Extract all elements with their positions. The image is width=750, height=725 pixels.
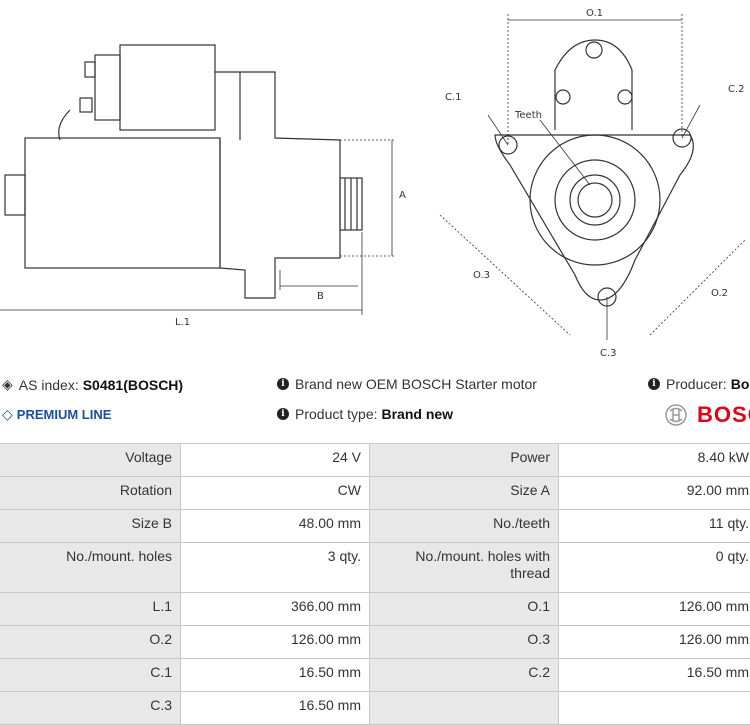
spec-label: O.1 <box>370 593 559 626</box>
dim-label-o3: O.3 <box>473 270 490 281</box>
spec-value: 16.50 mm <box>181 659 370 692</box>
spec-label: C.2 <box>370 659 559 692</box>
spec-value: 11 qty. <box>559 510 750 543</box>
spec-value: 126.00 mm <box>559 626 750 659</box>
bosch-logo: BOSC <box>665 402 750 428</box>
spec-value: 3 qty. <box>181 543 370 593</box>
table-row: L.1 366.00 mm O.1 126.00 mm <box>0 593 750 626</box>
spec-label: No./mount. holes <box>0 543 181 593</box>
spec-label: Power <box>370 444 559 477</box>
info-icon: i <box>648 378 660 390</box>
spec-value: 24 V <box>181 444 370 477</box>
dim-label-b: B <box>317 291 324 302</box>
solenoid-body <box>120 45 215 130</box>
producer-row: i Producer: Bos <box>648 376 750 392</box>
premium-label: PREMIUM LINE <box>17 407 112 422</box>
spec-label: No./mount. holes with thread <box>370 543 559 593</box>
starter-drawing-svg: L.1 B A O.1 <box>0 0 750 365</box>
dim-label-l1: L.1 <box>175 317 190 328</box>
table-row: Size B 48.00 mm No./teeth 11 qty. <box>0 510 750 543</box>
spec-value <box>559 692 750 725</box>
as-index-value: S0481(BOSCH) <box>83 377 183 393</box>
as-index-label: AS index: <box>19 377 79 393</box>
spec-label: Rotation <box>0 477 181 510</box>
spec-label: Voltage <box>0 444 181 477</box>
spec-value: CW <box>181 477 370 510</box>
info-icon: i <box>277 408 289 420</box>
description-row: i Brand new OEM BOSCH Starter motor <box>277 376 537 392</box>
technical-drawing: L.1 B A O.1 <box>0 0 750 365</box>
table-row: No./mount. holes 3 qty. No./mount. holes… <box>0 543 750 593</box>
spec-value: 126.00 mm <box>181 626 370 659</box>
dim-label-c1: C.1 <box>445 92 462 103</box>
spec-value: 16.50 mm <box>181 692 370 725</box>
spec-label: L.1 <box>0 593 181 626</box>
table-row: O.2 126.00 mm O.3 126.00 mm <box>0 626 750 659</box>
spec-value: 126.00 mm <box>559 593 750 626</box>
spec-label: No./teeth <box>370 510 559 543</box>
spec-value: 366.00 mm <box>181 593 370 626</box>
dim-label-teeth: Teeth <box>514 110 542 121</box>
premium-line: ◇ PREMIUM LINE <box>2 406 111 423</box>
dim-label-o2: O.2 <box>711 288 728 299</box>
dim-label-c3: C.3 <box>600 348 617 359</box>
motor-body <box>25 138 220 268</box>
dim-label-o1: O.1 <box>586 8 603 19</box>
table-row: C.1 16.50 mm C.2 16.50 mm <box>0 659 750 692</box>
spec-value: 92.00 mm <box>559 477 750 510</box>
product-type-label: Product type: <box>295 406 378 422</box>
tag-icon: ◈ <box>2 376 13 393</box>
bosch-armature-icon <box>665 404 687 426</box>
spec-label: O.2 <box>0 626 181 659</box>
spec-label <box>370 692 559 725</box>
description-text: Brand new OEM BOSCH Starter motor <box>295 376 537 392</box>
product-type-value: Brand new <box>382 406 454 422</box>
info-icon: i <box>277 378 289 390</box>
table-row: Rotation CW Size A 92.00 mm <box>0 477 750 510</box>
producer-label: Producer: <box>666 376 727 392</box>
bosch-wordmark: BOSC <box>697 402 750 428</box>
as-index: ◈ AS index: S0481(BOSCH) <box>2 376 183 393</box>
product-type-row: i Product type: Brand new <box>277 406 453 422</box>
spec-label: C.1 <box>0 659 181 692</box>
diamond-icon: ◇ <box>2 406 13 423</box>
front-housing-circle <box>530 135 660 265</box>
table-row: C.3 16.50 mm <box>0 692 750 725</box>
spec-table: Voltage 24 V Power 8.40 kW Rotation CW S… <box>0 443 750 725</box>
spec-value: 8.40 kW <box>559 444 750 477</box>
dim-label-c2: C.2 <box>728 84 745 95</box>
dim-label-a: A <box>399 190 406 201</box>
spec-label: C.3 <box>0 692 181 725</box>
spec-label: Size A <box>370 477 559 510</box>
spec-value: 48.00 mm <box>181 510 370 543</box>
table-row: Voltage 24 V Power 8.40 kW <box>0 444 750 477</box>
spec-label: O.3 <box>370 626 559 659</box>
spec-label: Size B <box>0 510 181 543</box>
producer-value: Bos <box>731 376 750 392</box>
spec-value: 0 qty. <box>559 543 750 593</box>
spec-value: 16.50 mm <box>559 659 750 692</box>
